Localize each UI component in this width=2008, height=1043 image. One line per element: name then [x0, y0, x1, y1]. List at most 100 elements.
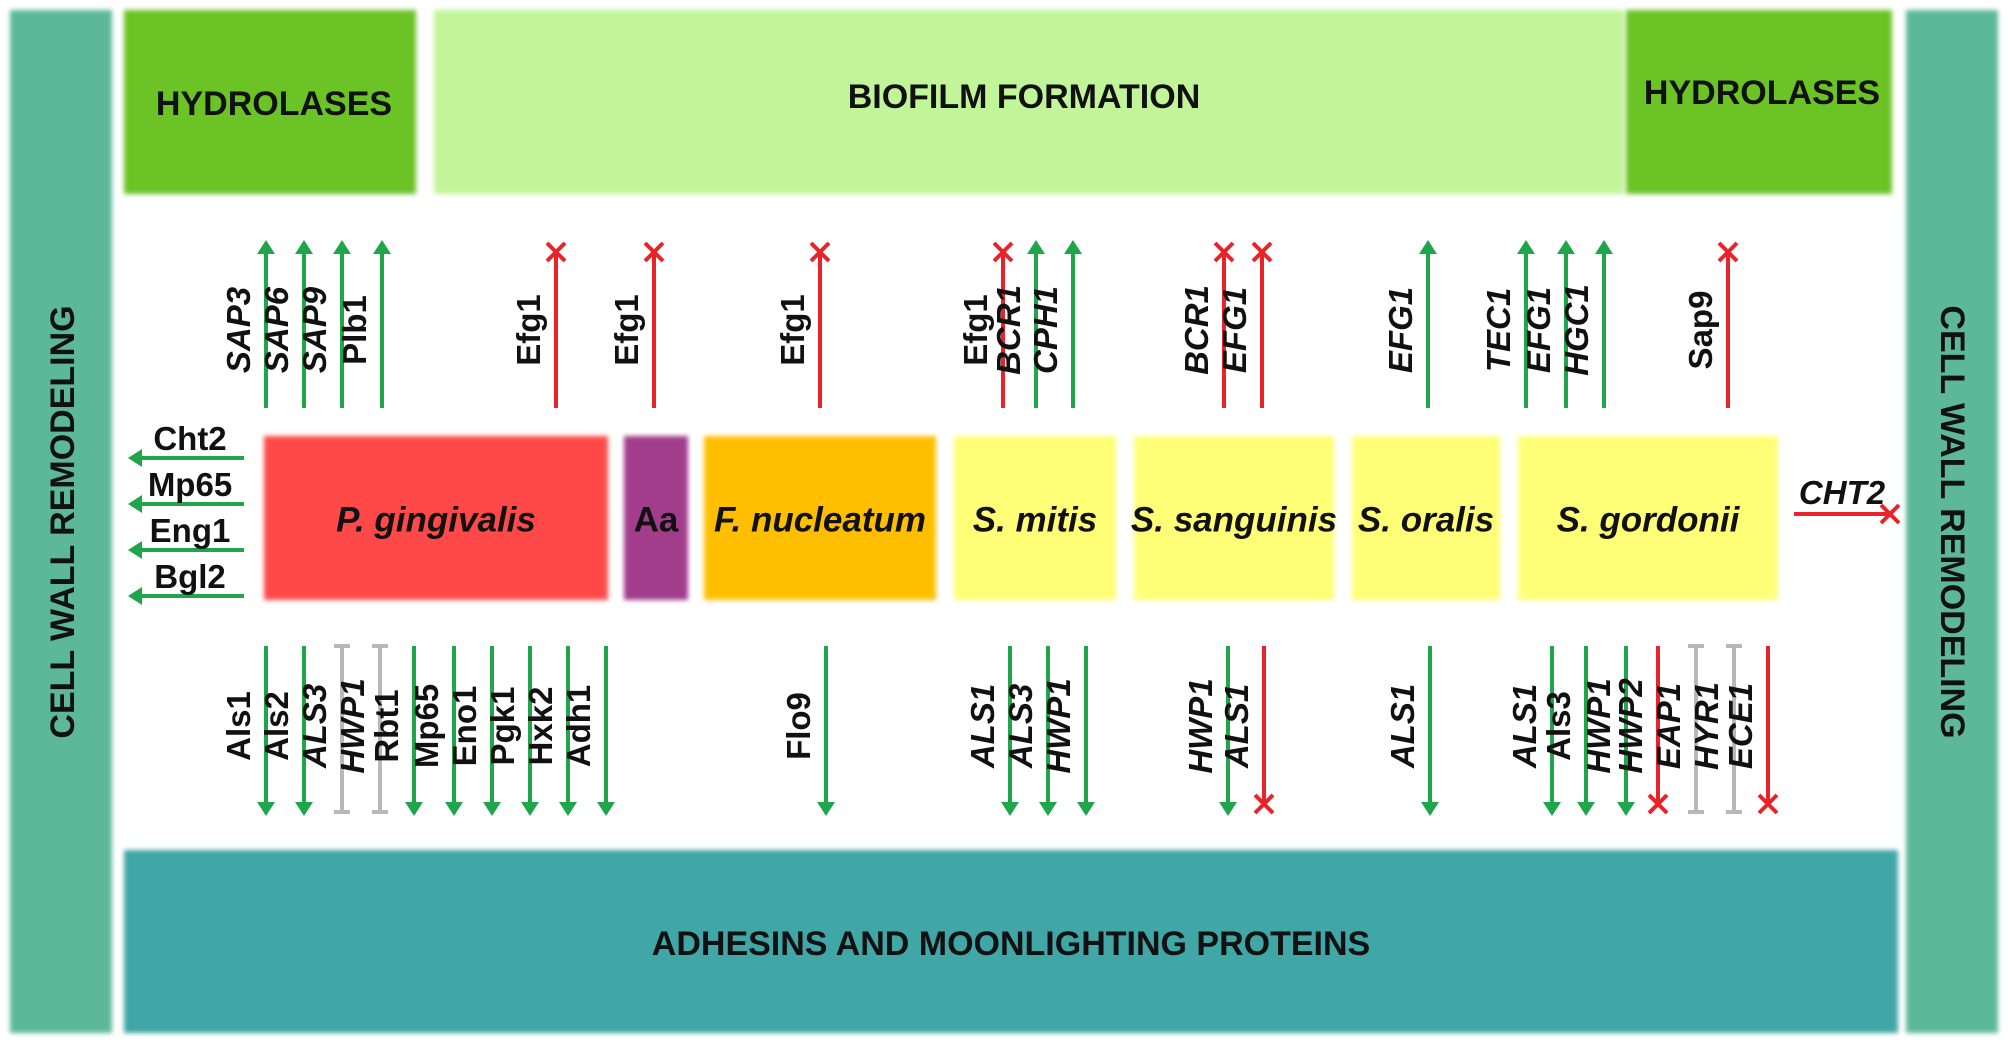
cell-wall-label-left: CELL WALL REMODELING: [44, 305, 82, 738]
gene-label: Mp65: [408, 684, 445, 768]
gene-label: HWP1: [1040, 678, 1077, 773]
gene-label: CHT2: [1799, 474, 1886, 511]
gene-marker-up: Plb1: [336, 240, 391, 408]
gene-label: HWP2: [1612, 678, 1649, 774]
hydrolases-band-left: HYDROLASES: [124, 10, 416, 194]
gene-marker-down: Mp65: [408, 646, 463, 816]
gene-marker-down: Adh1: [560, 646, 615, 816]
gene-marker-down: ALS3: [296, 644, 350, 814]
gene-marker-down: ALS3: [1002, 646, 1057, 816]
cell-wall-band-right: CELL WALL REMODELING: [1906, 10, 1998, 1033]
gene-label: Hxk2: [522, 687, 559, 766]
gene-marker-down: Flo9: [780, 646, 835, 816]
top-group-sgo: Sap9: [1682, 241, 1739, 408]
gene-label: HWP1: [1580, 678, 1617, 773]
gene-marker-down: HWP1: [1040, 646, 1095, 816]
gene-marker-up: TEC1: [1480, 240, 1535, 408]
organism-sor: S. oralis: [1352, 436, 1500, 600]
gene-marker-up: EFG1: [1382, 240, 1437, 408]
gene-label: Cht2: [153, 420, 226, 457]
organism-smi: S. mitis: [954, 436, 1116, 600]
gene-label: TEC1: [1480, 288, 1517, 372]
gene-marker-up: Sap9: [1682, 241, 1739, 408]
gene-marker-down: Pgk1: [484, 646, 539, 816]
gene-marker-down: EAP1: [1650, 644, 1704, 814]
gene-marker-up: HGC1: [1558, 240, 1613, 408]
gene-marker-down: ALS1: [1218, 646, 1275, 815]
gene-label: Efg1: [510, 294, 547, 366]
adhesins-label: ADHESINS AND MOONLIGHTING PROTEINS: [652, 925, 1370, 963]
gene-label: Adh1: [560, 685, 597, 768]
gene-marker-down: Als2: [258, 646, 313, 816]
hydrolases-label-right: HYDROLASES: [1644, 74, 1880, 112]
gene-marker-down: Hxk2: [522, 646, 577, 816]
gene-label: ALS1: [964, 684, 1001, 769]
gene-marker-up: EFG1: [1216, 241, 1273, 408]
organism-aa: Aa: [624, 436, 688, 600]
gene-label: HWP1: [334, 678, 371, 773]
gene-marker-down: HWP1: [1182, 646, 1237, 816]
gene-label: Sap9: [1682, 291, 1719, 370]
gene-label: SAP9: [296, 286, 333, 373]
gene-label: EFG1: [1382, 287, 1419, 373]
cell-wall-gene-right: CHT2: [1794, 474, 1901, 525]
biofilm-band: BIOFILM FORMATION: [434, 10, 1624, 194]
gene-label: HGC1: [1558, 284, 1595, 376]
gene-label: Als3: [1540, 691, 1577, 761]
cell-wall-gene-left: Mp65: [128, 466, 244, 513]
cell-wall-gene-left: Cht2: [128, 420, 244, 467]
gene-marker-up: CPH1: [1027, 240, 1082, 408]
gene-marker-down: ALS1: [1506, 646, 1561, 816]
gene-label: Als1: [220, 691, 257, 761]
gene-marker-up: Efg1: [510, 241, 567, 408]
cell-wall-gene-left: Bgl2: [128, 558, 244, 605]
gene-marker-up: Efg1: [608, 241, 665, 408]
biofilm-label: BIOFILM FORMATION: [848, 78, 1201, 116]
gene-marker-down: HWP2: [1612, 646, 1669, 815]
gene-label: HWP1: [1182, 678, 1219, 773]
gene-marker-down: ALS1: [964, 646, 1019, 816]
gene-label: Pgk1: [484, 687, 521, 766]
gene-label: EFG1: [1520, 287, 1557, 373]
gene-label: ALS1: [1384, 684, 1421, 769]
bottom-group-fn: Flo9: [780, 646, 835, 816]
right-gene-arrows: CHT2: [1794, 474, 1901, 525]
gene-label: SAP6: [258, 286, 295, 373]
organism-fn: F. nucleatum: [704, 436, 936, 600]
top-group-pg: Efg1: [510, 241, 567, 408]
adhesins-band: ADHESINS AND MOONLIGHTING PROTEINS: [124, 850, 1898, 1033]
gene-label: Mp65: [148, 466, 232, 503]
cell-wall-band-left: CELL WALL REMODELING: [10, 10, 112, 1033]
gene-label: HYR1: [1688, 682, 1725, 770]
gene-marker-up: SAP6: [258, 240, 313, 408]
top-group-fn: Efg1: [774, 241, 831, 408]
gene-marker-down: Als3: [1540, 646, 1595, 816]
gene-marker-down: Eno1: [446, 646, 501, 816]
gene-label: ALS3: [296, 684, 333, 769]
gene-marker-down: HYR1: [1688, 644, 1742, 814]
gene-label: EAP1: [1650, 683, 1687, 769]
gene-label: Plb1: [336, 295, 373, 365]
gene-label: Flo9: [780, 692, 817, 760]
gene-label: Bgl2: [154, 558, 226, 595]
organism-label: F. nucleatum: [714, 501, 926, 540]
gene-label: ECE1: [1722, 683, 1759, 769]
gene-marker-up: EFG1: [1520, 240, 1575, 408]
gene-label: SAP3: [220, 287, 257, 373]
cell-wall-label-right: CELL WALL REMODELING: [1933, 305, 1971, 738]
top-group-sor: EFG1: [1382, 240, 1437, 408]
top-group-aa: Efg1: [608, 241, 665, 408]
gene-marker-up: Efg1: [957, 241, 1014, 408]
gene-label: Rbt1: [368, 689, 405, 762]
gene-marker-down: ALS1: [1384, 646, 1439, 816]
gene-label: BCR1: [990, 285, 1027, 375]
